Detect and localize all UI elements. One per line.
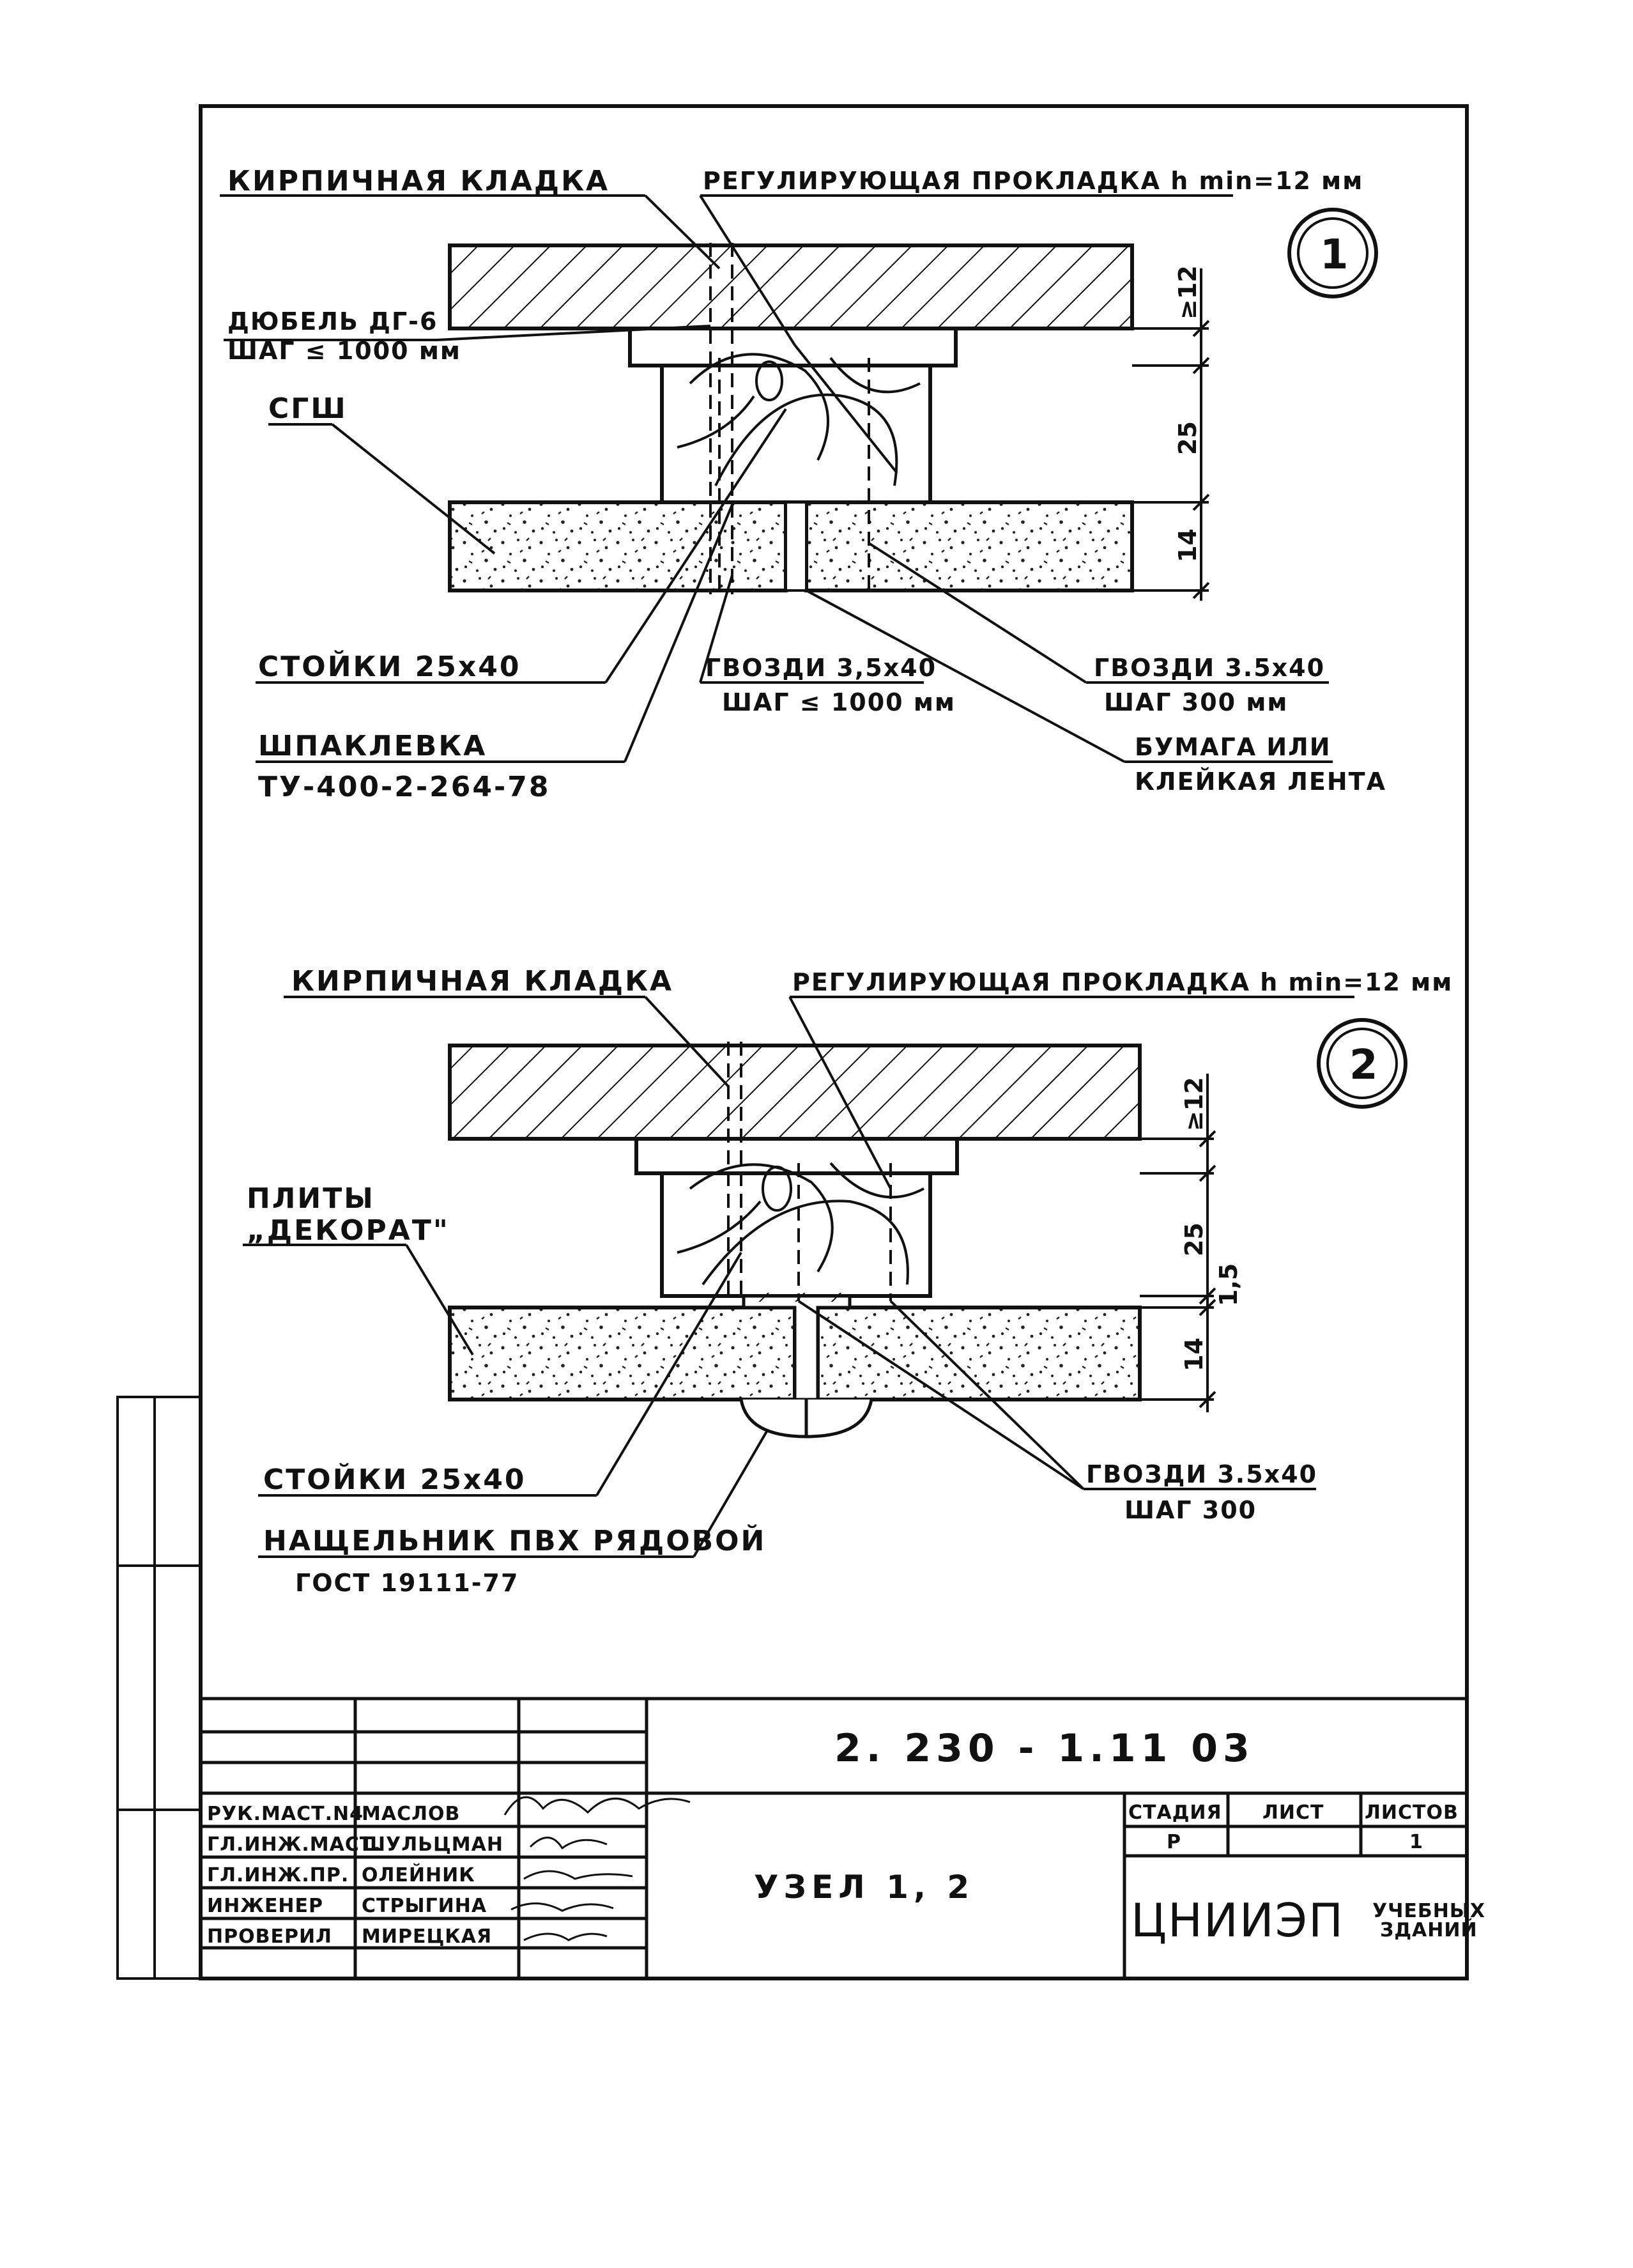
org-sub-1: УЧЕБНЫХ bbox=[1372, 1900, 1485, 1922]
node2-wood-grain bbox=[677, 1162, 924, 1286]
sheet-frame bbox=[199, 104, 1469, 1980]
node1-nails-center-2: ШАГ ≤ 1000 мм bbox=[722, 688, 956, 716]
org-sub-2: ЗДАНИЙ bbox=[1380, 1918, 1478, 1941]
node1-dowel-label-1: ДЮБЕЛЬ ДГ-6 bbox=[227, 307, 438, 336]
node1-dim-14: 14 bbox=[1174, 528, 1202, 562]
node1-brick-label: КИРПИЧНАЯ КЛАДКА bbox=[227, 165, 610, 197]
node1-dim-25: 25 bbox=[1174, 421, 1202, 455]
node2-nails-2: ШАГ 300 bbox=[1124, 1496, 1257, 1524]
node1-shim-label: РЕГУЛИРУЮЩАЯ ПРОКЛАДКА h min=12 мм bbox=[703, 167, 1363, 195]
sheets-value: 1 bbox=[1409, 1831, 1423, 1853]
sheet-title: УЗЕЛ 1, 2 bbox=[754, 1869, 974, 1906]
node2-drawing: ≥12 25 1,5 14 2 КИРПИЧНАЯ КЛАДКА РЕГУЛИР… bbox=[243, 965, 1453, 1597]
node1-nails bbox=[709, 243, 870, 594]
node1-shim bbox=[628, 327, 958, 367]
stage-header: СТАДИЯ bbox=[1128, 1801, 1222, 1824]
node1-dim-12: ≥12 bbox=[1174, 265, 1202, 320]
name-1: МАСЛОВ bbox=[362, 1803, 460, 1825]
role-5: ПРОВЕРИЛ bbox=[207, 1925, 332, 1948]
node2-dim-12: ≥12 bbox=[1180, 1077, 1208, 1131]
node1-putty-label-1: ШПАКЛЕВКА bbox=[258, 730, 487, 762]
sheets-header: ЛИСТОВ bbox=[1365, 1801, 1459, 1824]
node1-sgsh-board-right bbox=[804, 500, 1134, 592]
node1-sgsh-board-left bbox=[448, 500, 788, 592]
name-2: ШУЛЬЦМАН bbox=[362, 1833, 503, 1856]
node2-decorat-plate-left bbox=[448, 1306, 797, 1401]
node2-dim-25: 25 bbox=[1180, 1223, 1208, 1256]
node1-joint bbox=[785, 501, 808, 592]
node1-dowel-label-2: ШАГ ≤ 1000 мм bbox=[227, 337, 461, 365]
stage-value: Р bbox=[1167, 1831, 1181, 1853]
node2-decorat-plate-right bbox=[816, 1306, 1142, 1401]
node1-post bbox=[660, 364, 932, 504]
node2-plates-2: „ДЕКОРАТ" bbox=[247, 1214, 450, 1247]
node1-leaders bbox=[220, 194, 1333, 763]
node1-post-label: СТОЙКИ 25х40 bbox=[258, 649, 521, 683]
node2-brick-label: КИРПИЧНАЯ КЛАДКА bbox=[291, 965, 673, 998]
org-name: ЦНИИЭП bbox=[1131, 1894, 1344, 1947]
signatures bbox=[503, 1796, 691, 1941]
node2-post-label: СТОЙКИ 25х40 bbox=[263, 1462, 526, 1496]
node2-plates-1: ПЛИТЫ bbox=[247, 1182, 375, 1215]
node1-nails-center-1: ГВОЗДИ 3,5х40 bbox=[705, 654, 937, 682]
sheet-header: ЛИСТ bbox=[1262, 1801, 1324, 1824]
node1-putty-label-2: ТУ-400-2-264-78 bbox=[258, 771, 551, 803]
node2-marker: 2 bbox=[1349, 1042, 1378, 1089]
name-4: СТРЫГИНА bbox=[362, 1895, 487, 1917]
role-3: ГЛ.ИНЖ.ПР. bbox=[207, 1864, 349, 1886]
doc-code: 2. 230 - 1.11 03 bbox=[834, 1726, 1255, 1771]
node2-leaders bbox=[243, 996, 1354, 1558]
node1-nails-right-1: ГВОЗДИ 3.5х40 bbox=[1094, 654, 1325, 682]
node2-nails-1: ГВОЗДИ 3.5х40 bbox=[1086, 1460, 1317, 1488]
node2-shim-label: РЕГУЛИРУЮЩАЯ ПРОКЛАДКА h min=12 мм bbox=[792, 968, 1453, 996]
node1-dimension-line bbox=[1132, 268, 1210, 601]
node1-paper-1: БУМАГА ИЛИ bbox=[1135, 733, 1331, 761]
node1-marker-circle bbox=[1287, 208, 1378, 298]
node1-brick-masonry bbox=[448, 243, 1134, 330]
name-5: МИРЕЦКАЯ bbox=[362, 1925, 492, 1948]
node2-dim-14: 14 bbox=[1180, 1338, 1208, 1371]
role-4: ИНЖЕНЕР bbox=[207, 1895, 323, 1917]
node1-sgsh-label: СГШ bbox=[268, 392, 348, 425]
binding-strip bbox=[116, 1396, 202, 1980]
node1-marker: 1 bbox=[1320, 231, 1349, 279]
node1-nails-right-2: ШАГ 300 мм bbox=[1104, 688, 1288, 716]
node2-brick-masonry bbox=[448, 1044, 1142, 1141]
node2-batten-1: НАЩЕЛЬНИК ПВХ РЯДОВОЙ bbox=[263, 1524, 766, 1557]
node2-dim-1-5: 1,5 bbox=[1215, 1263, 1243, 1306]
node2-marker-circle bbox=[1317, 1018, 1407, 1109]
role-1: РУК.МАСТ.N4 bbox=[207, 1803, 364, 1825]
role-2: ГЛ.ИНЖ.МАСТ. bbox=[207, 1833, 381, 1856]
title-block bbox=[201, 1697, 1467, 1979]
name-3: ОЛЕЙНИК bbox=[362, 1863, 475, 1886]
node1-paper-2: КЛЕЙКАЯ ЛЕНТА bbox=[1135, 768, 1386, 796]
node2-dimension-line bbox=[1140, 1074, 1216, 1412]
node2-shim bbox=[634, 1137, 959, 1175]
node1-drawing: ≥12 25 14 1 КИРПИЧНАЯ bbox=[220, 165, 1386, 803]
node2-batten-2: ГОСТ 19111-77 bbox=[295, 1569, 519, 1597]
